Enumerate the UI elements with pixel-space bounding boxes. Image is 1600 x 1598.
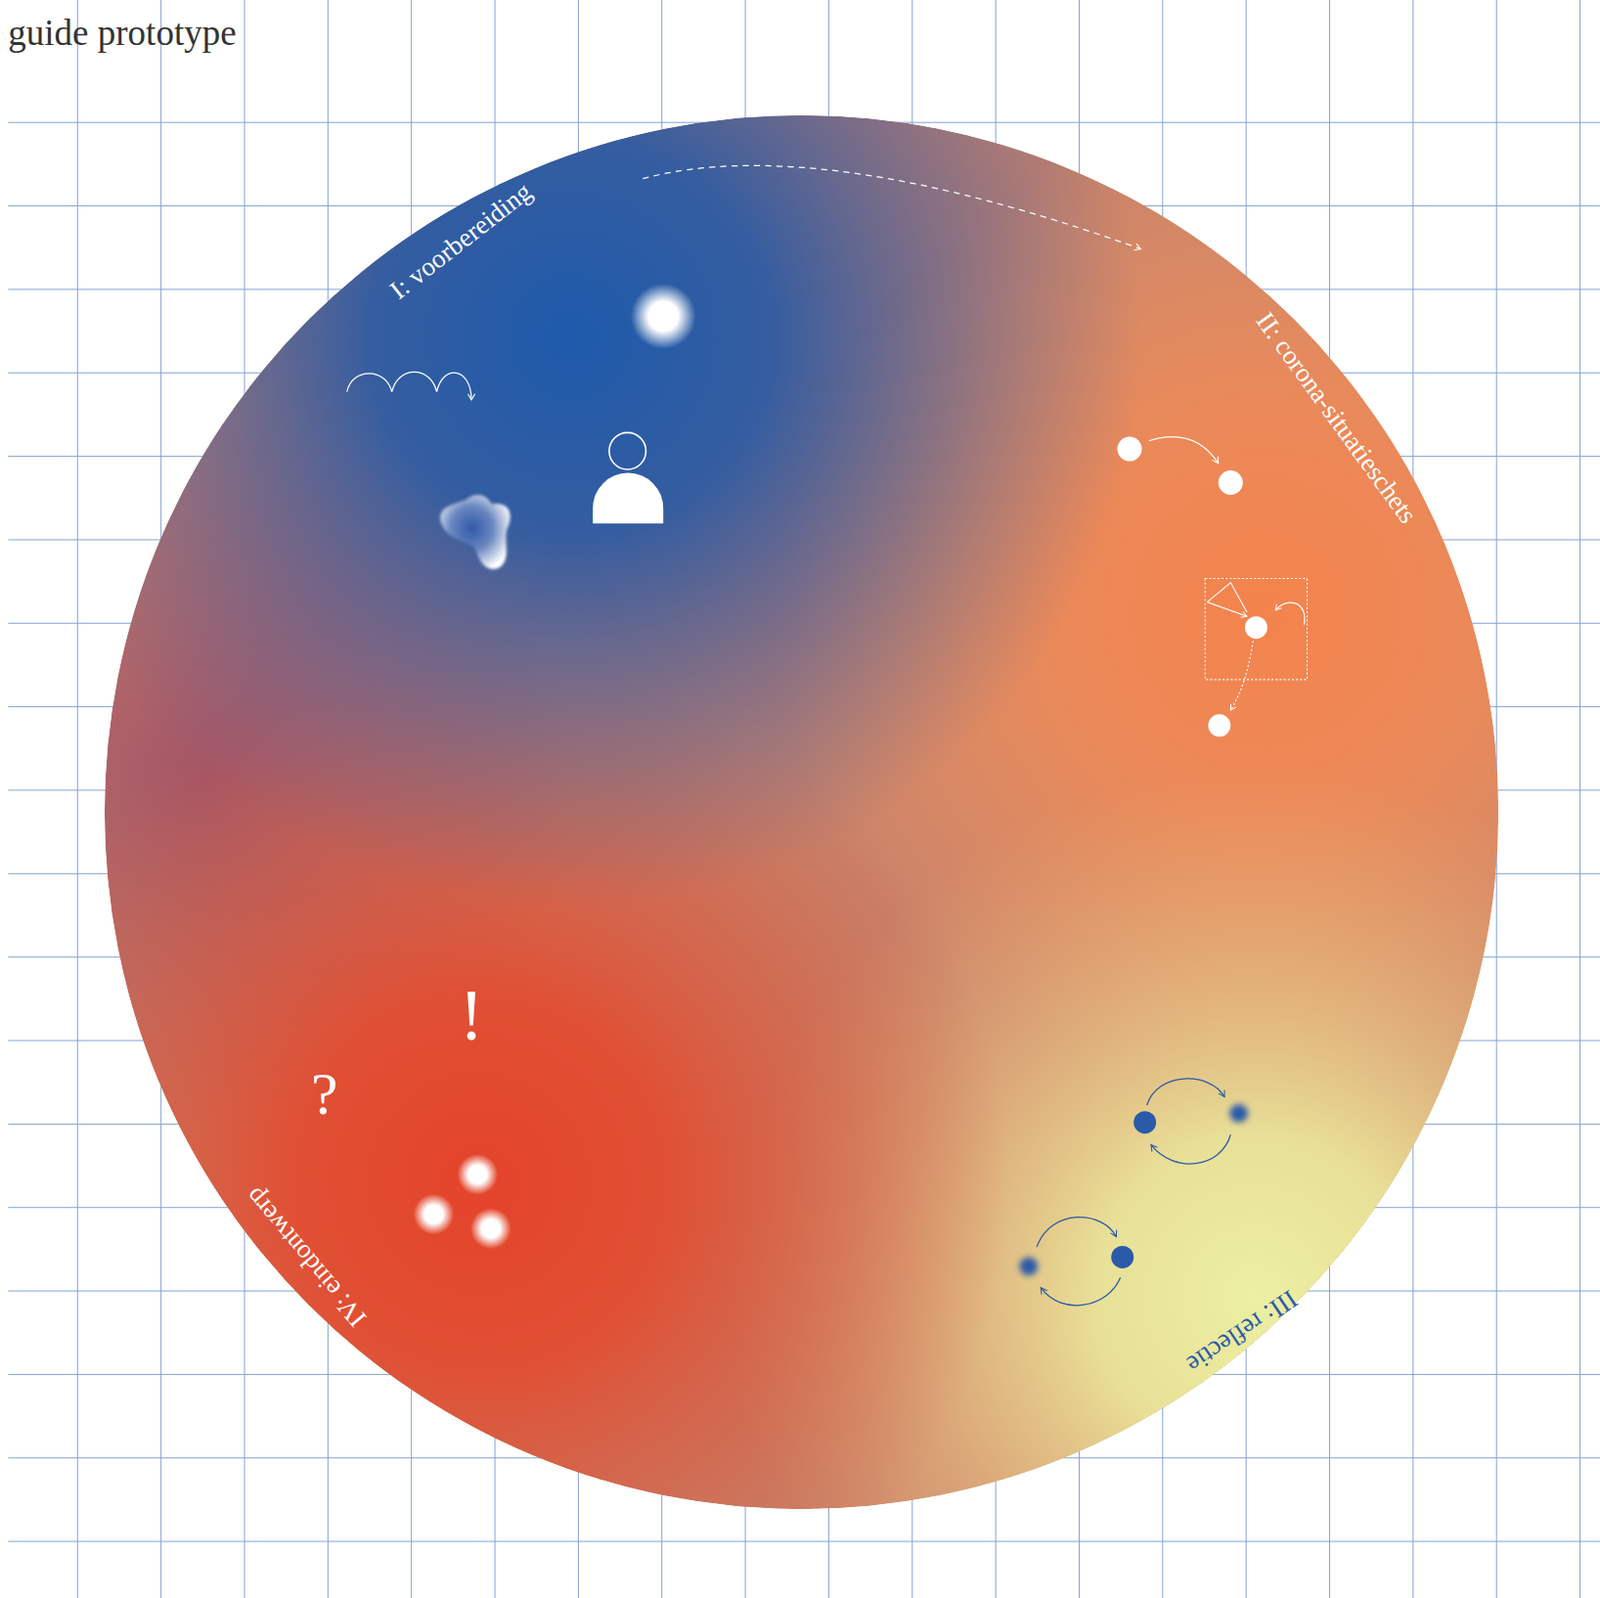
situation-frame <box>1204 578 1307 680</box>
gradient-disc <box>104 115 1499 1510</box>
move-arrow <box>1149 437 1219 464</box>
loop-arrow <box>347 371 472 400</box>
white-dot <box>1207 713 1231 737</box>
blue-dot <box>1111 1245 1134 1269</box>
blue-dot <box>1133 1111 1156 1134</box>
page-title: guide prototype <box>7 14 236 51</box>
person-body <box>592 473 664 525</box>
phase-arrow <box>642 165 1141 249</box>
white-dot <box>1116 437 1142 462</box>
question-mark: ? <box>311 1063 339 1124</box>
white-dot <box>1218 470 1244 495</box>
white-dot <box>1244 616 1268 639</box>
grid-paper <box>7 0 1600 1598</box>
exclamation-mark: ! <box>459 978 485 1052</box>
blue-dot-blurred <box>1229 1104 1248 1123</box>
glow-dot <box>413 1194 455 1236</box>
grid-line <box>1579 0 1581 1598</box>
exchange-arrow <box>1040 1277 1120 1305</box>
person-head <box>609 432 647 470</box>
blue-dot-blurred <box>1019 1256 1038 1276</box>
influence-arrow <box>1275 602 1305 624</box>
exit-arrow <box>1230 640 1253 711</box>
exchange-arrow <box>1151 1134 1231 1164</box>
idea-blob <box>440 494 511 570</box>
glow-dot <box>456 1154 498 1196</box>
glow-dot <box>470 1207 512 1249</box>
grid-line <box>7 1541 1600 1543</box>
glow-dot <box>630 283 697 350</box>
exchange-arrow <box>1147 1078 1225 1106</box>
influence-lines <box>1206 582 1247 617</box>
exchange-arrow <box>1036 1217 1116 1247</box>
grid-line <box>77 0 79 1598</box>
